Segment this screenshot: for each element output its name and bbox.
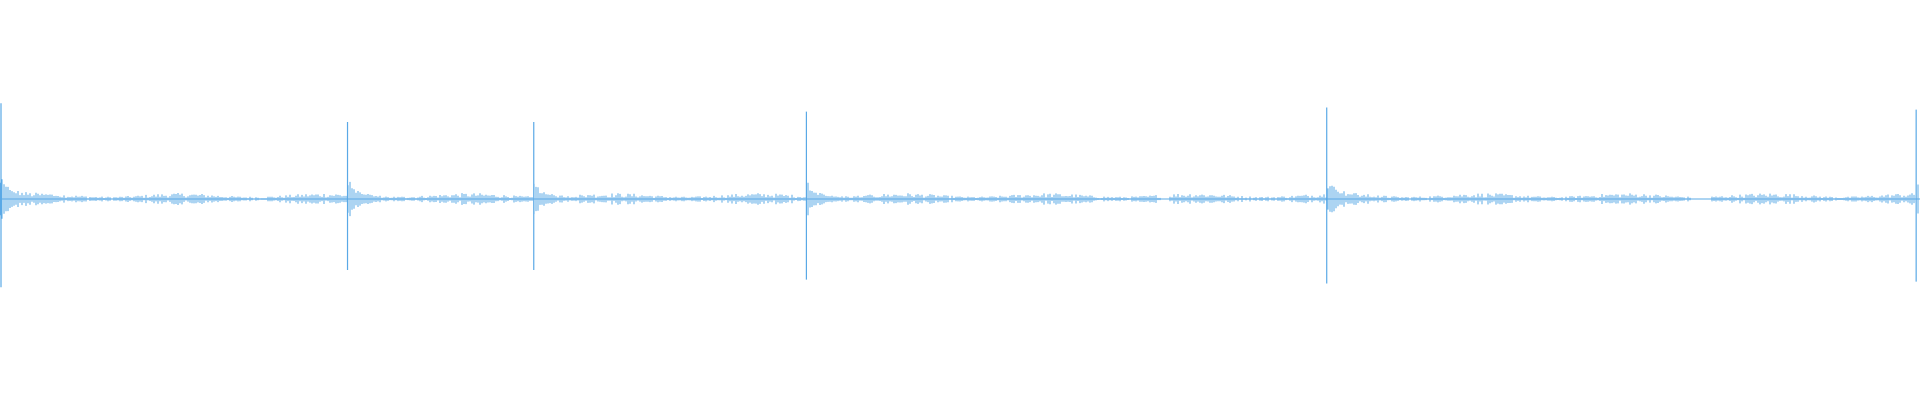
- waveform-samples: [0, 179, 1919, 219]
- waveform-transients: [0, 103, 1917, 288]
